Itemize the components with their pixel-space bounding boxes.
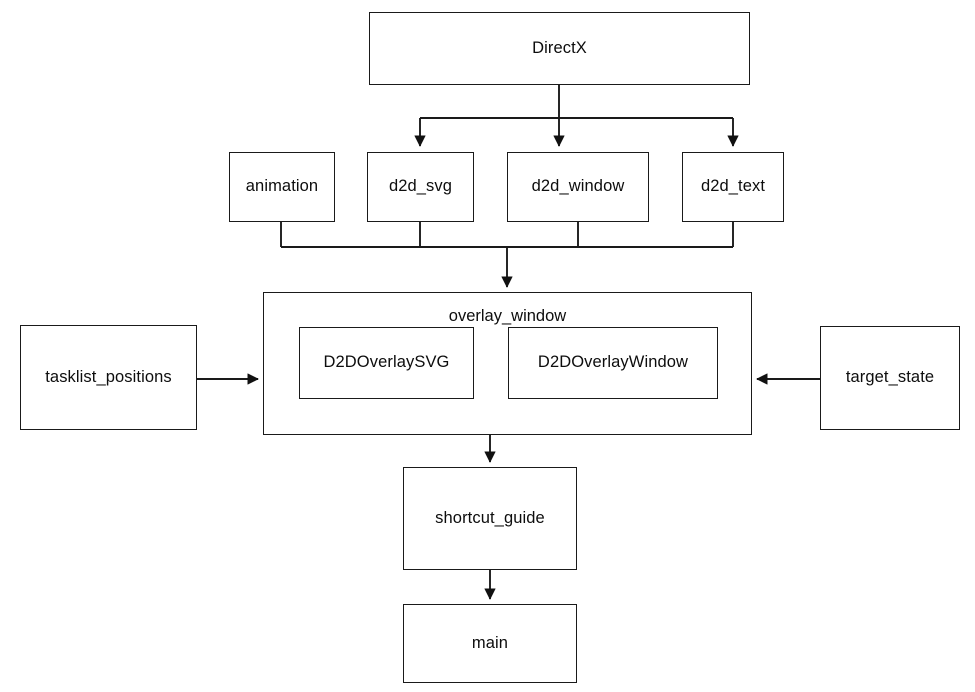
node-d2doverlaywindow-label: D2DOverlayWindow <box>537 353 689 372</box>
node-main[interactable]: main <box>403 604 577 683</box>
node-overlay-window[interactable]: overlay_window <box>263 292 752 435</box>
node-d2d-svg[interactable]: d2d_svg <box>367 152 474 222</box>
node-overlay-window-label: overlay_window <box>448 307 567 325</box>
node-tasklist-positions-label: tasklist_positions <box>45 367 172 386</box>
node-d2d-text-label: d2d_text <box>700 177 766 196</box>
node-d2d-window-label: d2d_window <box>531 177 625 196</box>
node-tasklist-positions[interactable]: tasklist_positions <box>20 325 197 430</box>
node-d2doverlaysvg-label: D2DOverlaySVG <box>323 353 450 372</box>
node-d2d-text[interactable]: d2d_text <box>682 152 784 222</box>
node-d2doverlaywindow[interactable]: D2DOverlayWindow <box>508 327 718 399</box>
node-animation[interactable]: animation <box>229 152 335 222</box>
node-directx-label: DirectX <box>532 38 587 57</box>
node-animation-label: animation <box>245 177 319 196</box>
node-main-label: main <box>471 633 509 652</box>
node-target-state-label: target_state <box>845 368 935 387</box>
node-directx[interactable]: DirectX <box>369 12 750 85</box>
node-d2doverlaysvg[interactable]: D2DOverlaySVG <box>299 327 474 399</box>
node-target-state[interactable]: target_state <box>820 326 960 430</box>
node-shortcut-guide[interactable]: shortcut_guide <box>403 467 577 570</box>
node-shortcut-guide-label: shortcut_guide <box>435 508 545 527</box>
node-d2d-window[interactable]: d2d_window <box>507 152 649 222</box>
node-d2d-svg-label: d2d_svg <box>388 177 453 196</box>
